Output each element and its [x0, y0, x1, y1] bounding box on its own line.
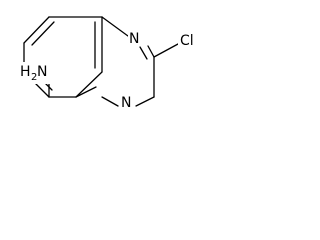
- bond-c4a-n4-double: [75, 86, 97, 98]
- chlorine-atom-label: Cl: [180, 33, 194, 49]
- bond-c2-cl: [153, 43, 179, 58]
- bond-n1-c2: [147, 45, 155, 58]
- bond-c8a-n1: [101, 16, 129, 37]
- amine-label-bg: [18, 62, 51, 84]
- nitrogen-atom-n4: N: [121, 95, 131, 111]
- amine-hydrogen-label: H: [20, 64, 31, 80]
- n1-label-bg: [128, 31, 142, 46]
- bond-n4-c4a: [101, 96, 119, 107]
- bond-c7-c7-double: [31, 21, 55, 46]
- nitrogen-atom-n1: N: [129, 31, 139, 47]
- n4-label-bg: [119, 95, 133, 110]
- amine-hydrogen-count: 2: [31, 72, 37, 83]
- amine-nitrogen-label: N: [37, 64, 47, 80]
- bond-c8-c7: [23, 16, 50, 44]
- bond-c3-n4: [135, 96, 155, 107]
- quinoxaline-structure: N N Cl H 2 N: [18, 16, 202, 111]
- bond-n1-c2-double: [139, 46, 148, 60]
- bond-c4a-c8a: [75, 71, 103, 98]
- chloro-label-bg: [178, 33, 202, 49]
